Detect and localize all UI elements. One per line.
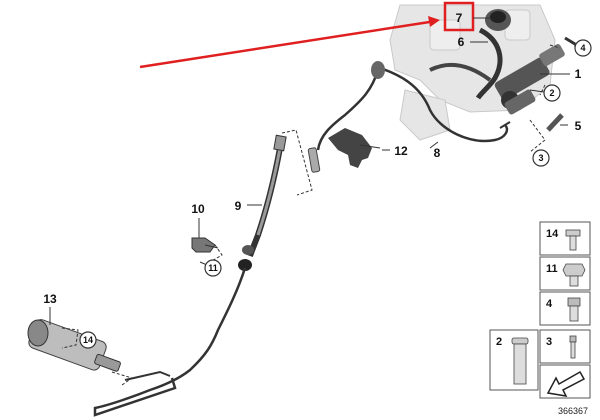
callout-9: 9 <box>235 199 242 213</box>
svg-text:2: 2 <box>496 336 502 348</box>
svg-text:11: 11 <box>208 263 218 273</box>
legend-cell-3: 3 <box>539 329 591 364</box>
legend-cell-11: 11 <box>539 256 591 291</box>
svg-text:3: 3 <box>546 336 552 348</box>
callout-circle-2: 2 <box>543 84 561 102</box>
callout-1: 1 <box>575 67 582 81</box>
callout-13: 13 <box>43 292 57 306</box>
callout-10: 10 <box>191 202 205 216</box>
part-6-hose <box>475 27 503 100</box>
part-8-pipe <box>379 66 509 143</box>
svg-text:3: 3 <box>538 153 543 163</box>
svg-text:11: 11 <box>546 263 558 275</box>
callout-circle-14: 14 <box>79 331 97 349</box>
legend-cell-4: 4 <box>539 291 591 326</box>
callout-circle-11: 11 <box>204 259 222 277</box>
callout-5: 5 <box>575 119 582 133</box>
svg-text:4: 4 <box>546 298 553 310</box>
main-pipe <box>93 267 247 417</box>
callout-12: 12 <box>394 144 408 158</box>
svg-text:4: 4 <box>580 43 585 53</box>
highlight-arrow <box>139 19 437 69</box>
svg-text:14: 14 <box>546 228 559 240</box>
legend-cell-2: 2 <box>489 329 539 391</box>
part-7-grommet <box>485 9 511 31</box>
direction-arrow-icon <box>546 370 586 397</box>
callout-circle-3: 3 <box>532 149 550 167</box>
part-5-pin <box>546 113 564 132</box>
diagram-code: 366367 <box>558 406 588 416</box>
part-1-master-cylinder <box>494 44 565 115</box>
part-10-clip <box>191 237 219 253</box>
leader-lines <box>49 17 570 325</box>
callout-circle-4: 4 <box>574 39 592 57</box>
svg-text:14: 14 <box>83 335 93 345</box>
legend-cell-14: 14 <box>539 221 591 256</box>
part-13-slave-cylinder <box>27 319 121 372</box>
callout-6: 6 <box>458 35 465 49</box>
svg-text:2: 2 <box>549 88 554 98</box>
parts-legend: 14 11 4 2 3 <box>489 221 591 399</box>
callout-8: 8 <box>434 146 441 160</box>
callout-7: 7 <box>456 11 463 25</box>
part-12-bracket <box>328 128 381 168</box>
highlight-arrowhead <box>428 16 440 27</box>
highlight-box <box>443 1 475 32</box>
legend-arrow-cell <box>539 364 591 399</box>
